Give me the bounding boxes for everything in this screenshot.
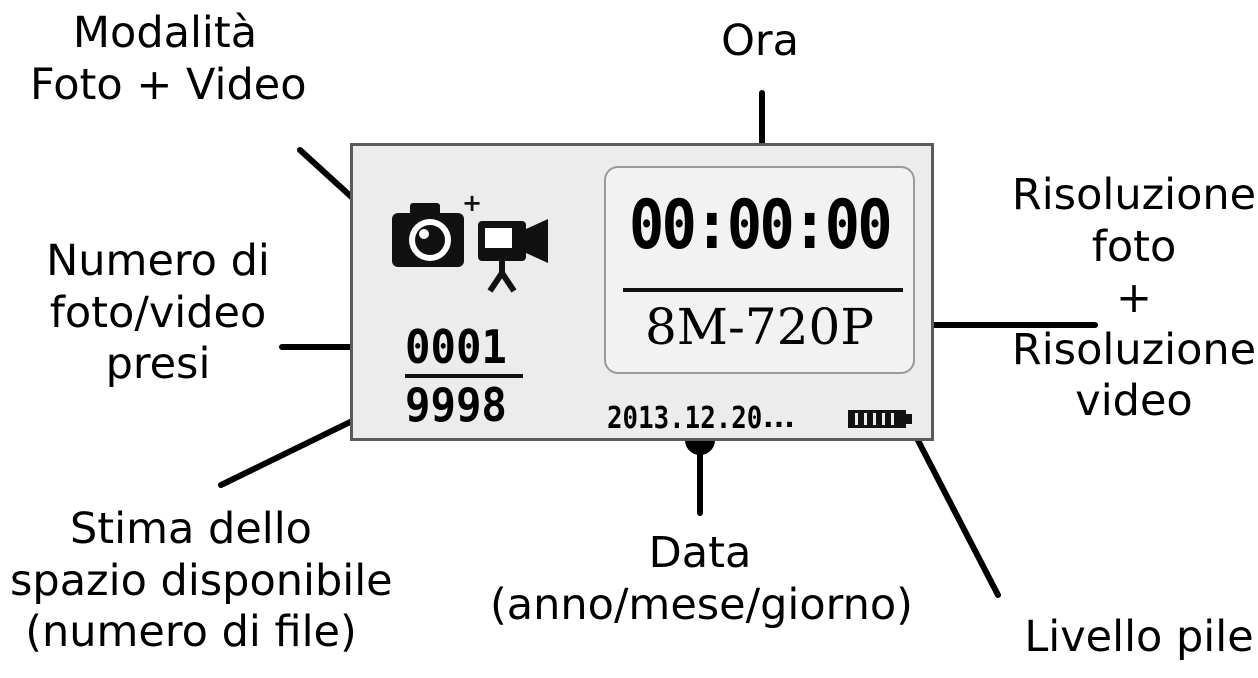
photo-count-readout: 0001	[405, 320, 507, 374]
video-camera-icon	[478, 219, 548, 293]
count-divider	[405, 374, 523, 378]
battery-callout-line	[907, 422, 1001, 598]
info-divider	[623, 288, 903, 292]
time-resolution-box: 00:00:00 8M-720P	[604, 166, 915, 374]
date-label: Data (anno/mese/giorno)	[490, 528, 913, 630]
remaining-count-readout: 9998	[405, 378, 507, 432]
battery-icon	[848, 410, 912, 428]
battery-label: Livello pile	[1024, 612, 1254, 662]
photo-video-mode-icon: +	[392, 189, 548, 293]
resolution-label: Risoluzione foto + Risoluzione video	[1011, 170, 1257, 427]
space-label: Stima dello spazio disponibile (numero d…	[10, 504, 393, 658]
time-label: Ora	[721, 16, 799, 66]
lcd-display: + 00:00:00 8M-720P 0001 9998 2013.12.20 …	[350, 143, 934, 441]
count-label: Numero di foto/video presi	[46, 236, 270, 390]
date-ellipsis: ...	[763, 401, 795, 434]
mode-label: Modalità Foto + Video	[30, 8, 307, 110]
date-readout: 2013.12.20	[607, 401, 763, 436]
camera-icon	[392, 203, 464, 267]
time-readout: 00:00:00	[628, 186, 893, 265]
resolution-readout: 8M-720P	[645, 298, 874, 356]
plus-glyph: +	[462, 189, 482, 217]
